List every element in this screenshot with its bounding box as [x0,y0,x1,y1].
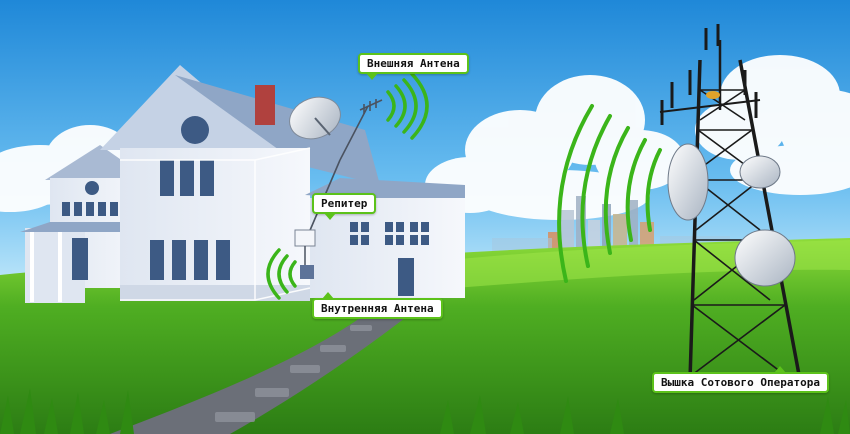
chimney [255,85,275,125]
internal-antenna [300,265,314,279]
repeater-label: Репитер [312,193,377,220]
tower-signal-waves [557,104,662,283]
cell-tower-label: Вышка Сотового Оператора [652,366,829,393]
foreground-grass [0,388,850,434]
satellite-dish [289,96,341,140]
cell-tower [659,24,802,381]
repeater-device [294,229,316,265]
external-antenna-label: Внешняя Антена [358,53,469,80]
internal-antenna-label: Внутренняя Антена [312,292,443,319]
house [20,65,465,303]
internal-signal-waves [266,248,297,300]
path-stones [215,325,372,422]
tower-dishes [667,91,796,287]
antenna-signal-waves [386,72,429,140]
